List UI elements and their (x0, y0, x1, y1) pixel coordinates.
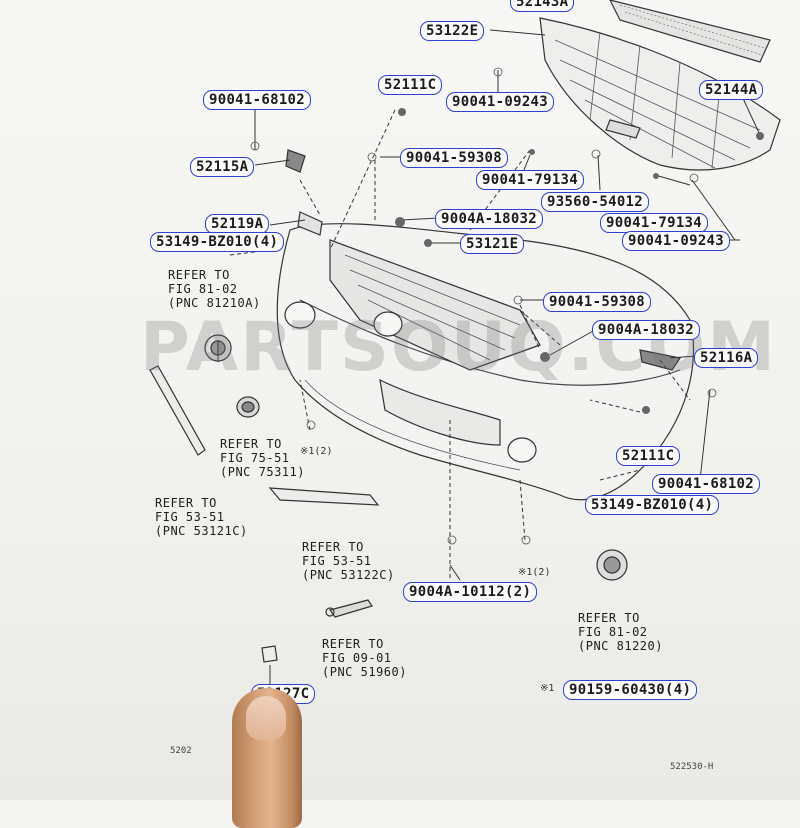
part-callout-53122e[interactable]: 53122E (420, 21, 485, 41)
page-code: 5202 (170, 746, 192, 756)
part-callout-53149-bz010-right[interactable]: 53149-BZ010(4) (585, 495, 720, 515)
top-mesh-piece (609, 0, 771, 63)
part-callout-90041-09243-right[interactable]: 90041-09243 (622, 231, 731, 251)
part-callout-93560-54012[interactable]: 93560-54012 (541, 192, 650, 212)
note-mark-3: ※1 (540, 683, 555, 694)
refer-note-53122c: REFER TO FIG 53-51 (PNC 53122C) (302, 540, 395, 582)
part-callout-52116a[interactable]: 52116A (694, 348, 759, 368)
clip-52127c (261, 645, 278, 663)
refer-note-53121c: REFER TO FIG 53-51 (PNC 53121C) (155, 496, 248, 538)
lower-intake (379, 378, 501, 446)
note-mark-2: ※1(2) (518, 567, 551, 578)
refer-note-81220: REFER TO FIG 81-02 (PNC 81220) (578, 611, 663, 653)
lower-strip (268, 487, 380, 506)
part-callout-9004a-18032-mid[interactable]: 9004A-18032 (592, 320, 701, 340)
note-mark-1: ※1(2) (300, 446, 333, 457)
part-callout-90159-60430[interactable]: 90159-60430(4) (563, 680, 698, 700)
refer-note-81210a: REFER TO FIG 81-02 (PNC 81210A) (168, 268, 261, 310)
part-callout-90041-79134-b[interactable]: 90041-79134 (600, 213, 709, 233)
refer-note-75311: REFER TO FIG 75-51 (PNC 75311) (220, 437, 305, 479)
upper-grille-outline (539, 17, 781, 171)
part-callout-52144a[interactable]: 52144A (699, 80, 764, 100)
refer-note-51960: REFER TO FIG 09-01 (PNC 51960) (322, 637, 407, 679)
emblem-part (236, 396, 260, 418)
figure-code: 522530-H (670, 762, 714, 772)
part-callout-52143a[interactable]: 52143A (510, 0, 575, 12)
part-callout-52111c-bottom[interactable]: 52111C (616, 446, 681, 466)
side-strip (149, 365, 206, 456)
tow-hook (329, 599, 373, 618)
part-callout-90041-68102-top[interactable]: 90041-68102 (203, 90, 312, 110)
part-callout-90041-59308-top[interactable]: 90041-59308 (400, 148, 509, 168)
part-callout-52111c-top[interactable]: 52111C (378, 75, 443, 95)
part-callout-52115a[interactable]: 52115A (190, 157, 255, 177)
part-callout-9004a-18032-top[interactable]: 9004A-18032 (435, 209, 544, 229)
part-callout-9004a-10112[interactable]: 9004A-10112(2) (403, 582, 538, 602)
part-callout-90041-79134-a[interactable]: 90041-79134 (476, 170, 585, 190)
part-callout-53149-bz010-left[interactable]: 53149-BZ010(4) (150, 232, 285, 252)
emblem-ring (373, 311, 403, 337)
part-callout-53121e[interactable]: 53121E (460, 234, 525, 254)
fog-light-right (596, 549, 628, 581)
part-callout-90041-59308-mid[interactable]: 90041-59308 (543, 292, 652, 312)
fingernail (246, 696, 286, 740)
part-callout-90041-09243-top[interactable]: 90041-09243 (446, 92, 555, 112)
part-callout-90041-68102-bottom[interactable]: 90041-68102 (652, 474, 761, 494)
part-callout-52119a[interactable]: 52119A (205, 214, 270, 234)
